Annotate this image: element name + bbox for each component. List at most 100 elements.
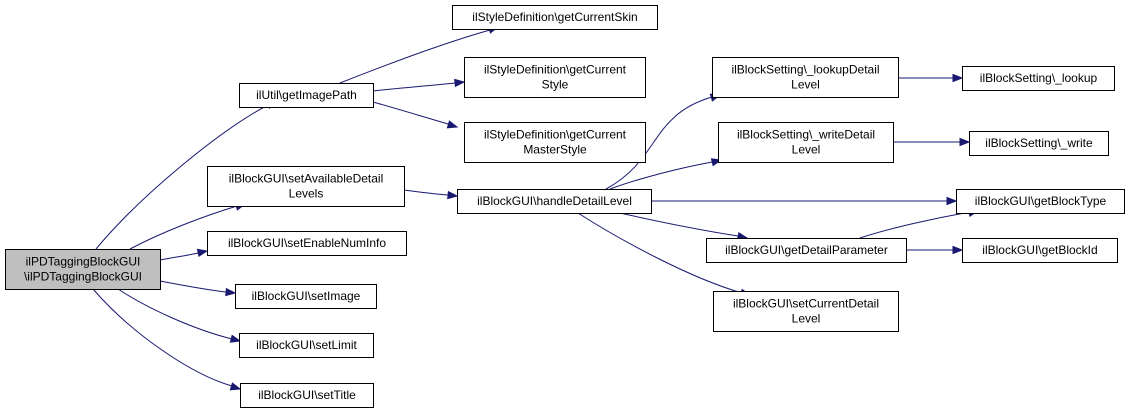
arrowhead-icon	[952, 245, 964, 255]
node-label-line: ilBlockGUI\getBlockType	[975, 194, 1107, 208]
node-label-line: Level	[792, 143, 821, 157]
node-set-limit[interactable]: ilBlockGUI\setLimit	[239, 333, 374, 358]
edge-line	[605, 96, 713, 190]
node-box	[969, 131, 1109, 156]
edge-img-curStyle	[372, 78, 466, 92]
edge-line	[372, 101, 449, 125]
node-set-title[interactable]: ilBlockGUI\setTitle	[240, 383, 374, 408]
node-box	[5, 249, 161, 290]
edge-lookupDetail-lookup	[898, 73, 964, 83]
node-label-line: Level	[792, 312, 821, 326]
edge-writeDetail-write	[893, 137, 971, 147]
node-label-line: ilBlockGUI\setCurrentDetail	[733, 297, 879, 311]
arrowhead-icon	[447, 190, 459, 200]
edge-root-setImage	[159, 280, 237, 297]
edge-handle-blockType	[651, 196, 958, 206]
node-box	[207, 166, 405, 207]
node-box	[207, 231, 407, 256]
arrowhead-icon	[196, 248, 209, 258]
edge-root-setEnableNum	[159, 248, 209, 261]
node-label-line: ilBlockSetting\_lookupDetail	[731, 63, 879, 77]
node-box	[962, 238, 1118, 263]
node-label-line: ilBlockGUI\handleDetailLevel	[477, 194, 632, 208]
edge-handle-writeDetail	[609, 158, 723, 190]
node-handle-detail[interactable]: ilBlockGUI\handleDetailLevel	[457, 189, 652, 214]
edge-line	[403, 189, 449, 196]
node-box	[713, 291, 899, 332]
node-box	[239, 83, 374, 108]
node-label-line: ilBlockGUI\getDetailParameter	[725, 243, 888, 257]
node-box	[718, 122, 894, 163]
node-root[interactable]: ilPDTaggingBlockGUI\ilPDTaggingBlockGUI	[5, 249, 161, 290]
node-label-line: Levels	[289, 187, 324, 201]
node-label-line: ilBlockGUI\setImage	[252, 289, 361, 303]
node-box	[240, 383, 374, 408]
node-box	[962, 66, 1115, 91]
node-label-line: ilBlockGUI\setTitle	[258, 388, 356, 402]
node-box	[464, 122, 646, 163]
node-get-detail-param[interactable]: ilBlockGUI\getDetailParameter	[706, 238, 907, 263]
node-get-block-id[interactable]: ilBlockGUI\getBlockId	[962, 238, 1118, 263]
edge-line	[159, 252, 199, 261]
node-label-line: ilBlockGUI\setAvailableDetail	[229, 172, 384, 186]
edge-line	[372, 82, 456, 92]
node-label-line: ilPDTaggingBlockGUI	[26, 255, 141, 269]
edge-line	[339, 29, 491, 84]
node-set-enable-num[interactable]: ilBlockGUI\setEnableNumInfo	[207, 231, 407, 256]
node-label-line: ilStyleDefinition\getCurrent	[484, 128, 627, 142]
node-set-image[interactable]: ilBlockGUI\setImage	[235, 284, 377, 309]
edge-line	[159, 280, 227, 293]
edge-img-curMaster	[372, 101, 459, 129]
node-box	[706, 238, 907, 263]
node-label-line: ilUtil\getImagePath	[256, 88, 357, 102]
node-label-line: ilBlockSetting\_write	[985, 136, 1093, 150]
edge-line	[619, 212, 739, 237]
node-label-line: \ilPDTaggingBlockGUI	[24, 270, 142, 284]
edge-line	[92, 288, 233, 387]
edge-param-blockId	[906, 245, 964, 255]
node-label-line: ilStyleDefinition\getCurrent	[484, 63, 627, 77]
nodes: ilPDTaggingBlockGUI\ilPDTaggingBlockGUIi…	[5, 5, 1125, 408]
edge-line	[95, 104, 269, 250]
edge-line	[609, 161, 713, 190]
node-label-line: ilBlockGUI\setLimit	[256, 338, 357, 352]
edge-avail-handle	[403, 189, 459, 200]
node-label-line: ilStyleDefinition\getCurrentSkin	[472, 10, 637, 24]
node-get-cur-skin[interactable]: ilStyleDefinition\getCurrentSkin	[452, 5, 658, 30]
node-box	[457, 189, 652, 214]
node-write[interactable]: ilBlockSetting\_write	[969, 131, 1109, 156]
node-label-line: ilBlockGUI\setEnableNumInfo	[228, 236, 386, 250]
edge-line	[859, 211, 971, 239]
arrowhead-icon	[454, 78, 466, 88]
node-box	[712, 57, 899, 98]
node-box	[239, 333, 374, 358]
node-label-line: ilBlockSetting\_lookup	[980, 71, 1098, 85]
node-get-block-type[interactable]: ilBlockGUI\getBlockType	[956, 189, 1125, 214]
node-label-line: MasterStyle	[523, 143, 587, 157]
node-label-line: Style	[542, 78, 569, 92]
edge-handle-detailParam	[619, 212, 749, 241]
edge-root-setLimit	[117, 288, 242, 343]
arrowhead-icon	[229, 382, 242, 391]
arrowhead-icon	[446, 120, 459, 129]
node-box	[235, 284, 377, 309]
edge-line	[129, 205, 238, 250]
node-box	[464, 57, 646, 98]
node-label-line: Level	[791, 78, 820, 92]
node-lookup[interactable]: ilBlockSetting\_lookup	[962, 66, 1115, 91]
edge-root-setTitle	[92, 288, 242, 391]
arrowhead-icon	[959, 137, 971, 147]
node-box	[452, 5, 658, 30]
node-get-image-path[interactable]: ilUtil\getImagePath	[239, 83, 374, 108]
arrowhead-icon	[946, 196, 958, 206]
node-label-line: ilBlockSetting\_writeDetail	[737, 128, 875, 142]
arrowhead-icon	[229, 334, 242, 343]
edge-line	[577, 212, 743, 294]
node-box	[956, 189, 1125, 214]
